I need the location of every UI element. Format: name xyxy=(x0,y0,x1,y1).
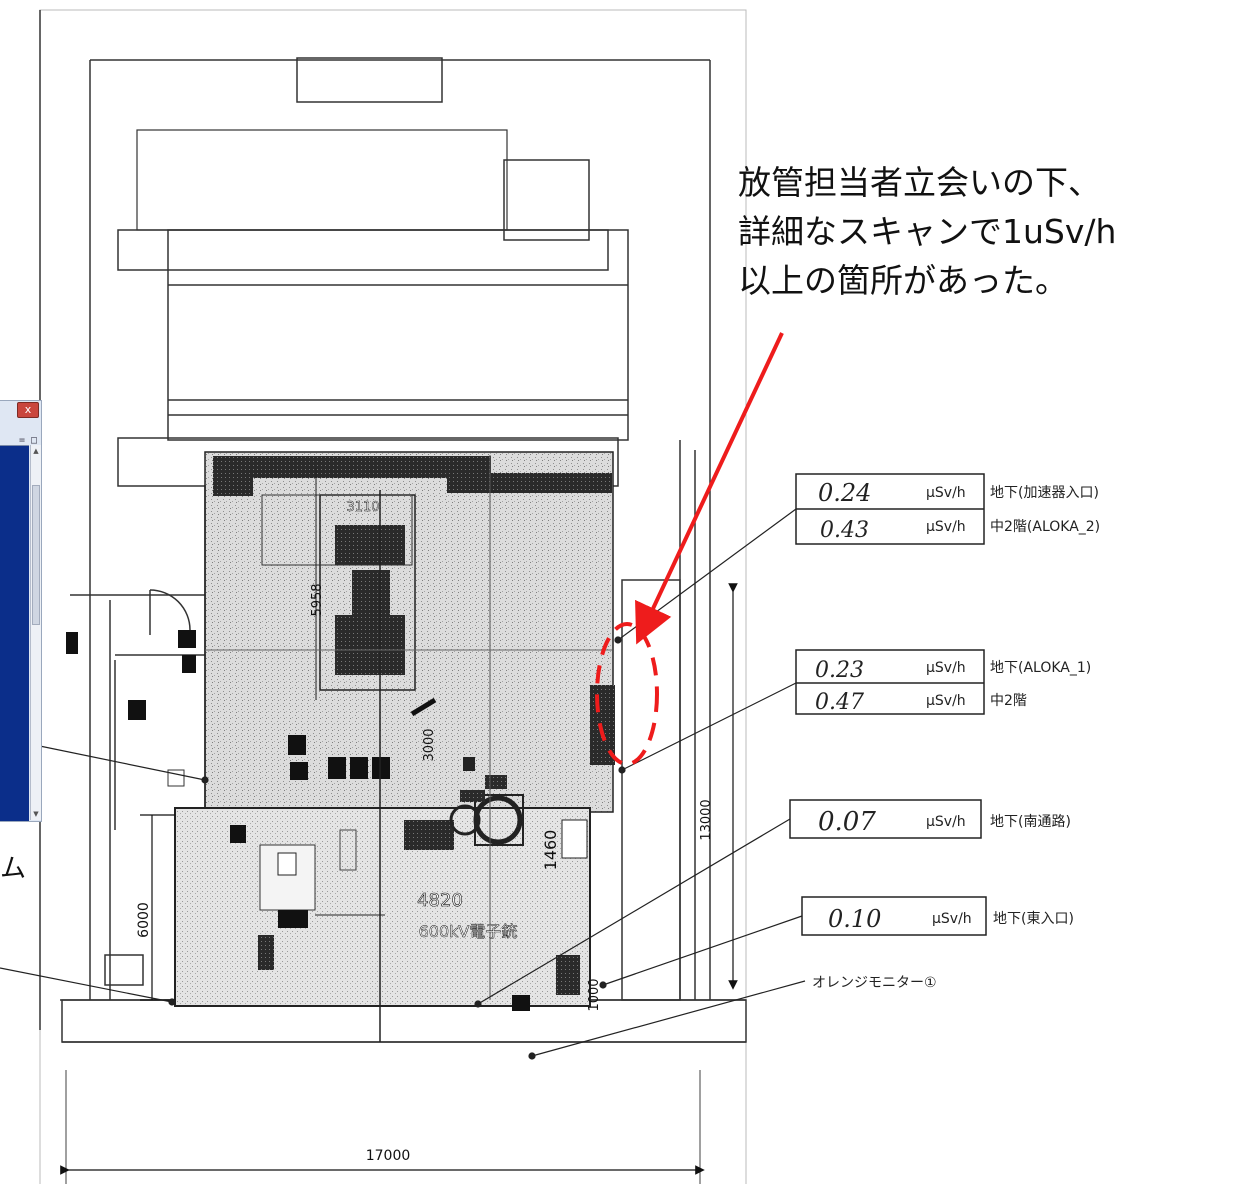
accelerator-hall xyxy=(66,451,615,1042)
reading-location: 地下(ALOKA_1) xyxy=(990,660,1091,676)
window-controls[interactable]: = □ xyxy=(18,435,37,446)
reading-location: 地下(東入口) xyxy=(993,911,1074,927)
scroll-down-icon[interactable]: ▼ xyxy=(33,810,39,818)
reading-value: 0.23 xyxy=(815,658,864,683)
reading-unit: μSv/h xyxy=(926,814,966,830)
dimension-lines xyxy=(60,583,738,1185)
reading-box-pair-2 xyxy=(795,649,985,715)
reading-values: 0.24 0.43 0.23 0.47 0.07 0.10 xyxy=(815,479,881,933)
monitor-label: オレンジモニター① xyxy=(812,975,937,991)
cutoff-text: ム xyxy=(0,854,27,884)
reading-value: 0.24 xyxy=(818,479,871,507)
reading-value: 0.07 xyxy=(818,807,876,837)
overlapping-window-fragment: x = □ ▲ ▼ xyxy=(0,400,42,822)
reading-locations: 地下(加速器入口) 中2階(ALOKA_2) 地下(ALOKA_1) 中2階 地… xyxy=(812,485,1100,991)
reading-value: 0.47 xyxy=(815,690,864,715)
leader-lines xyxy=(0,508,806,1060)
reading-unit: μSv/h xyxy=(926,519,966,535)
dim-5958: 5958 xyxy=(310,583,325,616)
dimension-labels: 3110 5958 3000 4820 600kV電子銃 1460 6000 1… xyxy=(136,500,714,1164)
dim-3000: 3000 xyxy=(422,728,437,761)
annotation-line: 詳細なスキャンで1uSv/h xyxy=(738,212,1117,251)
annotation-line: 放管担当者立会いの下、 xyxy=(738,163,1101,202)
dim-6000: 6000 xyxy=(136,902,152,938)
reading-unit: μSv/h xyxy=(932,911,972,927)
hotspot-highlight xyxy=(595,622,659,766)
annotation-line: 以上の箇所があった。 xyxy=(738,261,1068,300)
reading-location: 地下(加速器入口) xyxy=(990,485,1099,501)
dim-1460: 1460 xyxy=(541,830,560,871)
dim-13000: 13000 xyxy=(699,799,714,840)
reading-units: μSv/h μSv/h μSv/h μSv/h μSv/h μSv/h xyxy=(926,485,972,927)
annotation-arrow xyxy=(635,332,784,645)
reading-unit: μSv/h xyxy=(926,693,966,709)
reading-unit: μSv/h xyxy=(926,485,966,501)
window-close-button[interactable]: x xyxy=(17,402,39,418)
dim-3110: 3110 xyxy=(346,500,379,515)
reading-location: 中2階(ALOKA_2) xyxy=(990,519,1100,535)
dim-17000: 17000 xyxy=(366,1148,411,1164)
reading-value: 0.43 xyxy=(820,518,869,543)
dim-4820: 4820 xyxy=(417,890,463,911)
window-plot-pane xyxy=(0,445,29,821)
reading-value: 0.10 xyxy=(828,905,881,933)
scroll-thumb[interactable] xyxy=(32,485,40,625)
equipment-label: 600kV電子銃 xyxy=(419,922,518,941)
reading-location: 中2階 xyxy=(990,693,1027,709)
window-scrollbar[interactable]: ▲ ▼ xyxy=(30,445,41,820)
reading-unit: μSv/h xyxy=(926,660,966,676)
dim-1000: 1000 xyxy=(587,978,602,1011)
reading-location: 地下(南通路) xyxy=(990,814,1071,830)
scroll-up-icon[interactable]: ▲ xyxy=(33,447,39,455)
annotation-callout: 放管担当者立会いの下、 詳細なスキャンで1uSv/h 以上の箇所があった。 xyxy=(738,158,1228,305)
